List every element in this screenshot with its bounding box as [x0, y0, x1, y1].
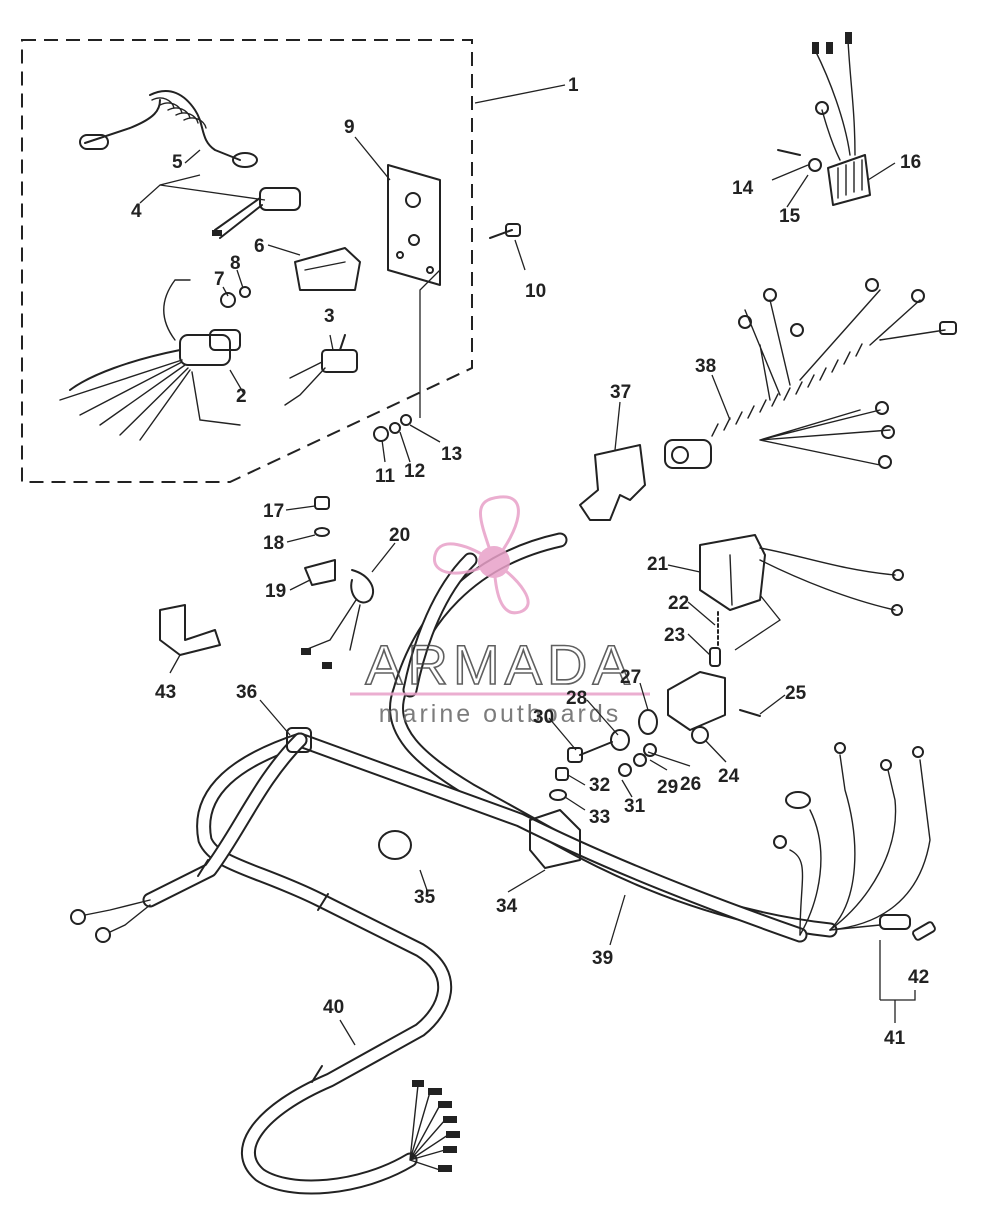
callout-19: 19	[265, 581, 286, 602]
main-harness	[70, 532, 936, 1195]
callout-4: 4	[131, 201, 142, 222]
callout-6: 6	[254, 236, 265, 257]
plate-9	[387, 164, 441, 286]
rectifier-16	[777, 32, 871, 206]
callout-43: 43	[155, 682, 176, 703]
bracket-24	[667, 671, 761, 744]
callout-31: 31	[624, 796, 646, 817]
bracket-43	[159, 604, 221, 656]
ignition-switch-2	[59, 279, 241, 441]
callout-11: 11	[375, 466, 396, 487]
callout-33: 33	[589, 807, 610, 828]
callout-5: 5	[172, 152, 183, 173]
callout-23: 23	[664, 625, 685, 646]
callout-30: 30	[533, 707, 554, 728]
callout-13: 13	[441, 444, 462, 465]
leader-lines	[139, 84, 916, 1046]
callout-10: 10	[525, 281, 546, 302]
kill-switch-lanyard	[79, 90, 258, 168]
stop-switch-5	[212, 187, 301, 239]
toggle-switch-3	[284, 334, 358, 406]
bracket-37	[579, 444, 646, 521]
callout-numbers: 1 2 3 4 5 6 7 8 9 10 11 12 13 14 15 16 1…	[131, 75, 929, 1049]
callout-35: 35	[414, 887, 436, 908]
callout-22: 22	[668, 593, 689, 614]
bracket-6	[294, 247, 361, 291]
callout-42: 42	[908, 967, 929, 988]
grommet-36	[286, 727, 312, 753]
callout-18: 18	[263, 533, 284, 554]
callout-24: 24	[718, 766, 740, 787]
callout-15: 15	[779, 206, 801, 227]
callout-17: 17	[263, 501, 284, 522]
callout-34: 34	[496, 896, 518, 917]
callout-16: 16	[900, 152, 921, 173]
callout-28: 28	[566, 688, 587, 709]
callout-39: 39	[592, 948, 613, 969]
small-hardware	[220, 223, 521, 442]
callout-3: 3	[324, 306, 335, 327]
callout-29: 29	[657, 777, 678, 798]
callout-21: 21	[647, 554, 669, 575]
callout-8: 8	[230, 253, 241, 274]
assembly-boundary	[21, 39, 473, 483]
plug-35	[378, 830, 412, 860]
callout-37: 37	[610, 382, 631, 403]
propeller-icon	[433, 495, 530, 615]
callout-1: 1	[568, 75, 579, 96]
callout-32: 32	[589, 775, 610, 796]
callout-2: 2	[236, 386, 247, 407]
callout-20: 20	[389, 525, 410, 546]
harness-38	[664, 278, 957, 469]
clip-and-sender-17-20	[301, 496, 375, 669]
callout-27: 27	[620, 667, 641, 688]
callout-40: 40	[323, 997, 344, 1018]
callout-7: 7	[214, 269, 225, 290]
solenoid-21	[699, 534, 904, 667]
callout-38: 38	[695, 356, 716, 377]
watermark-tagline: marine outboards	[379, 700, 622, 728]
callout-14: 14	[732, 178, 754, 199]
fasteners-26-33	[549, 709, 658, 801]
callout-26: 26	[680, 774, 701, 795]
callout-25: 25	[785, 683, 807, 704]
callout-36: 36	[236, 682, 257, 703]
callout-41: 41	[884, 1028, 906, 1049]
callout-12: 12	[404, 461, 425, 482]
callout-9: 9	[344, 117, 355, 138]
clamp-34	[529, 809, 581, 869]
watermark-logo: ARMADA marine outboards	[350, 495, 650, 728]
watermark-brand: ARMADA	[365, 633, 635, 696]
